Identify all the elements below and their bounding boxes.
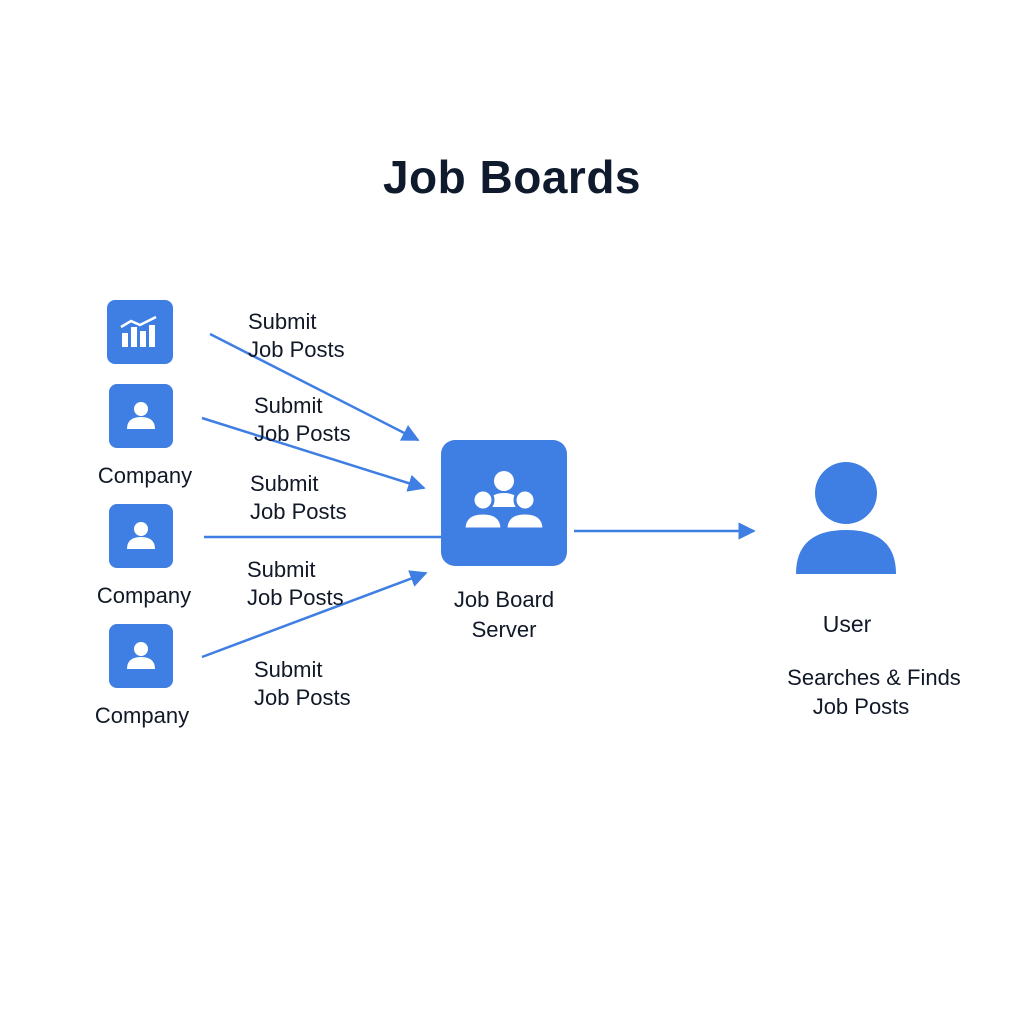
company-node-2 — [109, 384, 173, 448]
group-icon — [462, 471, 546, 531]
user-description: Searches & Finds Job Posts — [764, 664, 984, 721]
edge-label-1-line2: Job Posts — [248, 337, 345, 362]
user-icon — [796, 462, 896, 574]
user-label: User — [822, 611, 872, 637]
user-description-line2: Job Posts — [812, 694, 910, 719]
edge-label-2-line1: Submit — [254, 393, 323, 418]
arrow-company-4-to-server — [201, 570, 428, 659]
edge-label-1-line1: Submit — [248, 309, 317, 334]
edge-label-4-line1: Submit — [247, 557, 316, 582]
server-label-line1: Job Board — [453, 587, 555, 612]
edge-label-4: Submit Job Posts — [247, 556, 344, 612]
arrow-company-1-to-server — [209, 332, 420, 442]
person-icon — [127, 402, 155, 429]
edge-label-3-line1: Submit — [250, 471, 319, 496]
edge-label-4-line2: Job Posts — [247, 585, 344, 610]
company-node-4 — [109, 624, 173, 688]
company-node-3 — [109, 504, 173, 568]
company-node-1 — [107, 300, 173, 364]
arrow-company-2-to-server — [201, 416, 426, 492]
bar-chart-icon — [120, 315, 157, 347]
edge-label-2-line2: Job Posts — [254, 421, 351, 446]
edge-label-1: Submit Job Posts — [248, 308, 345, 364]
company-label-4: Company — [94, 703, 190, 728]
server-label: Job Board Server — [424, 586, 584, 644]
edge-label-3: Submit Job Posts — [250, 470, 347, 526]
company-label-2: Company — [97, 463, 193, 488]
edge-label-5-line2: Job Posts — [254, 685, 351, 710]
job-board-server-node — [441, 440, 567, 566]
diagram-title: Job Boards — [382, 151, 642, 203]
company-label-3: Company — [96, 583, 192, 608]
person-icon — [127, 522, 155, 549]
edge-label-2: Submit Job Posts — [254, 392, 351, 448]
user-description-line1: Searches & Finds — [787, 665, 961, 690]
edge-label-5: Submit Job Posts — [254, 656, 351, 712]
edge-label-5-line1: Submit — [254, 657, 323, 682]
edge-label-3-line2: Job Posts — [250, 499, 347, 524]
person-icon — [127, 642, 155, 669]
server-label-line2: Server — [471, 617, 537, 642]
